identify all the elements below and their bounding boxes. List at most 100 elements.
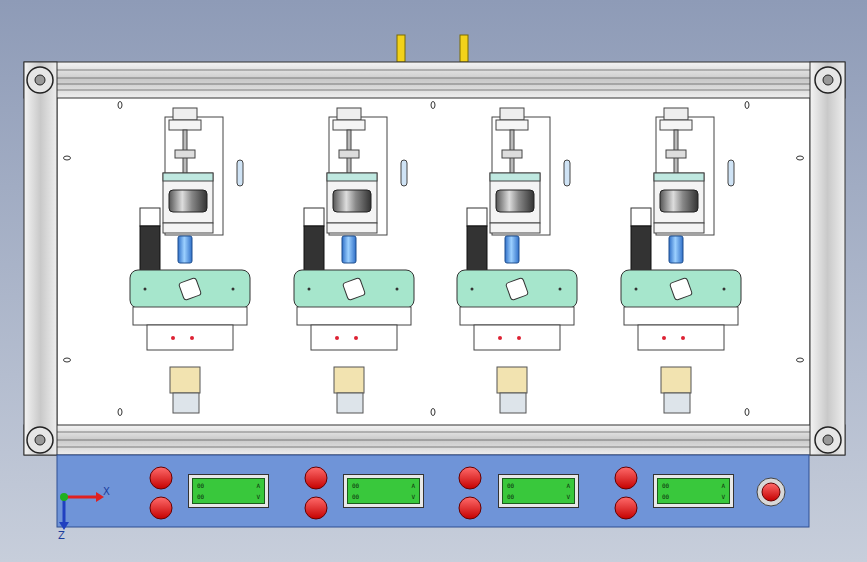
- mount-hole: [797, 156, 804, 160]
- adjust-slot: [237, 160, 243, 186]
- motor-base: [327, 223, 377, 233]
- screw: [396, 288, 399, 291]
- push-button: [615, 467, 637, 489]
- blue-cylinder: [669, 236, 683, 263]
- bracket-foot: [311, 325, 397, 350]
- adjust-slot: [728, 160, 734, 186]
- collar: [339, 150, 359, 158]
- push-button: [305, 467, 327, 489]
- corner-bolt: [35, 435, 45, 445]
- bracket-foot: [638, 325, 724, 350]
- bearing-block: [664, 108, 688, 120]
- contact-dot: [171, 336, 175, 340]
- bottom-rail: [24, 425, 845, 455]
- display-reading: 00: [507, 493, 566, 500]
- clamp-block: [660, 120, 692, 130]
- lcd-screen: 00A00V: [502, 478, 575, 504]
- connector-block: [661, 367, 691, 393]
- rail-line: [57, 84, 810, 85]
- push-button: [459, 497, 481, 519]
- display-reading: 00: [197, 482, 256, 489]
- top-rail: [24, 62, 845, 98]
- connector-block: [334, 367, 364, 393]
- test-station: [621, 108, 741, 413]
- corner-bracket: [815, 67, 841, 93]
- blue-cylinder: [342, 236, 356, 263]
- screw: [471, 288, 474, 291]
- lcd-display: 00A00V: [343, 474, 424, 508]
- locating-block: [178, 277, 201, 300]
- terminal-pin: [460, 35, 468, 62]
- toggle-clamp-head: [631, 208, 651, 226]
- locating-block: [342, 277, 365, 300]
- bracket-foot: [474, 325, 560, 350]
- motor-base: [490, 223, 540, 233]
- emergency-stop: [762, 483, 780, 501]
- corner-bolt: [823, 435, 833, 445]
- screw: [232, 288, 235, 291]
- toggle-clamp-head: [304, 208, 324, 226]
- screw: [723, 288, 726, 291]
- display-reading: V: [411, 493, 415, 500]
- test-station: [294, 108, 414, 413]
- clamp-block: [169, 120, 201, 130]
- x-arrow: [96, 492, 104, 502]
- bracket-foot: [147, 325, 233, 350]
- lower-bracket: [624, 307, 738, 325]
- screw: [635, 288, 638, 291]
- mount-band: [490, 173, 540, 181]
- mount-band: [163, 173, 213, 181]
- blue-cylinder: [505, 236, 519, 263]
- fixture-plate: [457, 270, 577, 308]
- push-button: [305, 497, 327, 519]
- push-button: [150, 467, 172, 489]
- corner-bracket: [27, 427, 53, 453]
- adjust-slot: [564, 160, 570, 186]
- screw: [144, 288, 147, 291]
- locating-block: [505, 277, 528, 300]
- mount-hole: [431, 102, 435, 109]
- motor-mount: [327, 173, 377, 223]
- connector-socket: [337, 393, 363, 413]
- display-reading: V: [566, 493, 570, 500]
- lcd-screen: 00A00V: [192, 478, 265, 504]
- push-button: [459, 467, 481, 489]
- bearing-block: [173, 108, 197, 120]
- axis-origin: [60, 493, 68, 501]
- mount-hole: [64, 156, 71, 160]
- mount-hole: [64, 358, 71, 362]
- connector-block: [170, 367, 200, 393]
- mount-hole: [745, 102, 749, 109]
- motor-mount: [490, 173, 540, 223]
- display-reading: A: [411, 482, 415, 489]
- connector-block: [497, 367, 527, 393]
- display-reading: 00: [352, 493, 411, 500]
- mount-hole: [118, 102, 122, 109]
- display-reading: V: [256, 493, 260, 500]
- display-reading: V: [721, 493, 725, 500]
- right-rail: [810, 62, 845, 455]
- mount-hole: [797, 358, 804, 362]
- display-reading: A: [566, 482, 570, 489]
- rail-line: [57, 70, 810, 71]
- rail-line: [57, 90, 810, 91]
- lcd-display: 00A00V: [498, 474, 579, 508]
- blue-cylinder: [178, 236, 192, 263]
- collar: [175, 150, 195, 158]
- left-rail: [24, 62, 57, 455]
- rail-line: [57, 78, 810, 79]
- motor: [333, 190, 371, 212]
- display-reading: 00: [197, 493, 256, 500]
- x-axis: [64, 496, 96, 499]
- push-button: [150, 497, 172, 519]
- lower-bracket: [460, 307, 574, 325]
- display-reading: A: [256, 482, 260, 489]
- clamp-block: [496, 120, 528, 130]
- screw: [308, 288, 311, 291]
- fixture-plate: [130, 270, 250, 308]
- connector-socket: [664, 393, 690, 413]
- contact-dot: [498, 336, 502, 340]
- estop-ring: [757, 478, 785, 506]
